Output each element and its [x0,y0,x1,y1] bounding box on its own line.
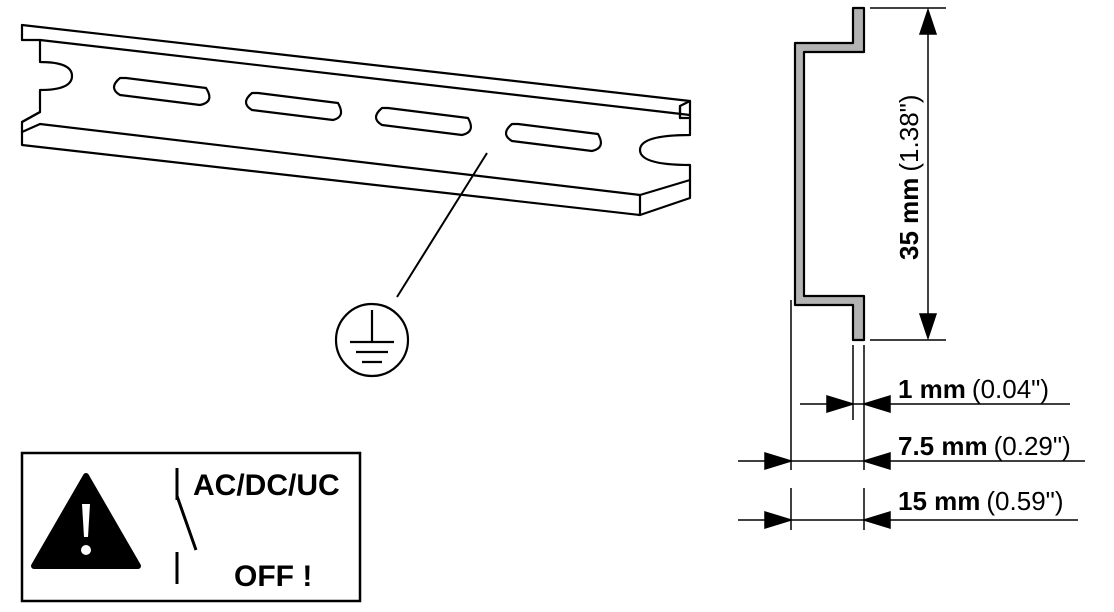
din-rail-perspective [20,23,692,217]
warning-box: AC/DC/UC OFF ! [20,451,362,603]
depth-large-dimension-line [738,510,1078,530]
depth-small-dimension-line [738,451,1085,471]
depth-small-dimension-label: 7.5 mm(0.29") [898,431,1071,461]
extension-lines [790,7,946,530]
rail-profile [793,6,866,342]
height-dimension-line [918,7,938,341]
warning-triangle-icon [31,473,141,569]
depth-large-dimension-label: 15 mm(0.59") [898,486,1064,516]
thickness-dimension-line [800,394,1070,414]
height-dimension-label: 35 mm(1.38") [894,94,924,260]
leader-line [396,152,488,298]
warning-label-bottom: OFF ! [234,560,312,593]
warning-label-top: AC/DC/UC [193,469,340,502]
protective-earth-icon [334,302,410,378]
switch-symbol-icon [175,468,198,584]
thickness-dimension-label: 1 mm(0.04") [898,374,1049,404]
